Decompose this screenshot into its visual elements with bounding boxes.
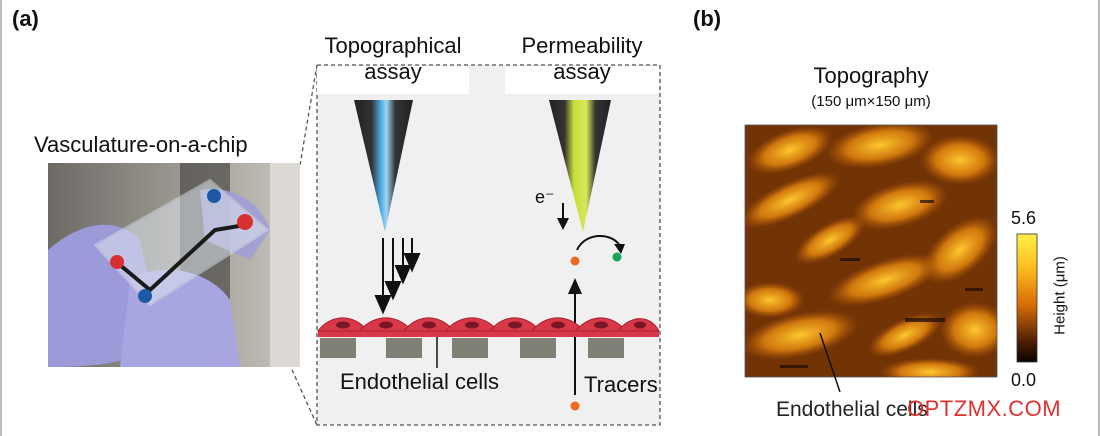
topographical-probe-tip: [354, 100, 413, 232]
topography-scan-size: (150 μm×150 μm): [811, 93, 931, 110]
topographical-assay-title: Topographical assay: [306, 33, 480, 85]
height-colorbar: [1016, 233, 1038, 363]
permeability-probe-tip: [549, 100, 611, 232]
permeability-title-line2: assay: [553, 59, 611, 84]
permeability-assay-title: Permeability assay: [498, 33, 666, 85]
heatmap-annotation-line: [819, 332, 841, 393]
tracer-dot-product: [612, 252, 622, 262]
vasculature-chip-label: Vasculature-on-a-chip: [34, 132, 248, 157]
topographical-scan-arrows: [374, 238, 421, 315]
topographical-title-line1: Topographical: [324, 33, 462, 58]
panel-a-label: (a): [12, 6, 39, 31]
electron-label: e⁻: [535, 187, 555, 207]
topo-title-backdrop: [317, 66, 469, 94]
panel-b-label: (b): [693, 6, 722, 31]
heatmap-border: [744, 124, 998, 378]
frame-border-right: [1098, 0, 1100, 436]
colorbar-min-label: 0.0: [1011, 370, 1037, 390]
colorbar-axis-label: Height (μm): [1051, 256, 1069, 335]
substrate-pillars: [320, 338, 624, 358]
watermark-text: OPTZMX.COM: [907, 396, 1062, 421]
topography-title: Topography: [813, 63, 929, 88]
permeability-title-line1: Permeability: [521, 33, 643, 58]
chip-photo: [48, 163, 300, 367]
tracers-label: Tracers: [584, 372, 658, 397]
tracer-diffusion-arrow: [568, 278, 582, 395]
endothelial-cell-layer: [316, 317, 660, 337]
colorbar-max-label: 5.6: [1011, 208, 1037, 228]
reaction-arrow: [576, 235, 625, 254]
heatmap-endothelial-annotation: Endothelial cells: [776, 398, 928, 421]
zoom-connector-top: [299, 64, 318, 166]
topographical-title-line2: assay: [364, 59, 422, 84]
frame-border-left: [0, 0, 2, 436]
tracer-dot-bottom: [570, 401, 580, 411]
tracer-dot-oxidized-source: [570, 256, 580, 266]
topography-heatmap: [745, 125, 997, 377]
perm-title-backdrop: [505, 66, 659, 94]
endothelial-cells-label: Endothelial cells: [340, 369, 499, 394]
electron-arrow: [557, 203, 569, 230]
